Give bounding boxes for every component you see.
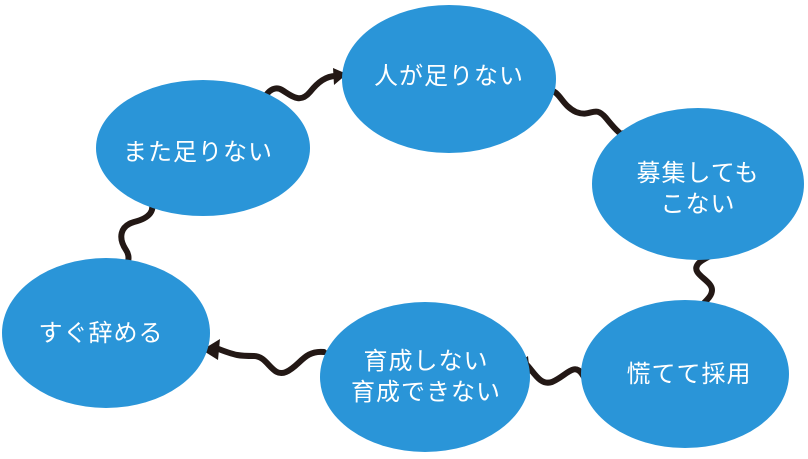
node-label: 募集しても こない	[636, 159, 760, 218]
node-label: 人が足りない	[374, 61, 524, 90]
node-label: また足りない	[123, 137, 273, 166]
node-sugu-yameru: すぐ辞める	[2, 258, 210, 408]
node-label: 慌てて採用	[626, 359, 752, 388]
arrow-edge-4	[213, 345, 327, 376]
node-awatete-saiyo: 慌てて採用	[581, 300, 789, 448]
node-hito-ga-tarinai: 人が足りない	[342, 5, 556, 153]
node-label: すぐ辞める	[38, 318, 164, 347]
node-boshu-shitemo-konai: 募集しても こない	[592, 108, 804, 260]
arrow-edge-1	[543, 85, 631, 143]
node-ikusei-shinai: 育成しない 育成できない	[320, 302, 530, 452]
node-mata-tarinai: また足りない	[96, 80, 310, 216]
node-label: 育成しない 育成できない	[351, 347, 501, 406]
